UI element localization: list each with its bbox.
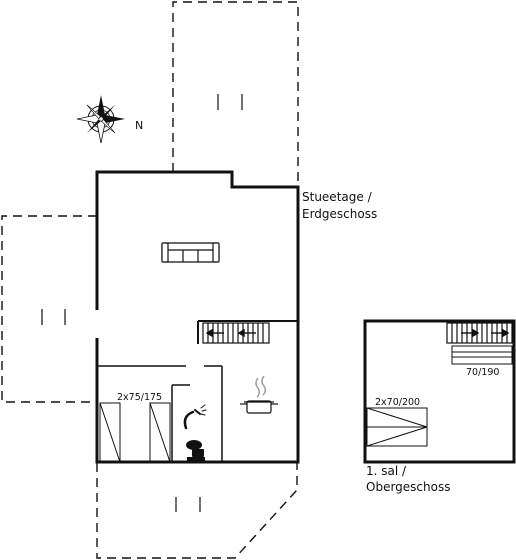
upper-floor-label-line1: 1. sal / [366, 464, 407, 478]
upper-floor-label-line2: Obergeschoss [366, 480, 450, 494]
stairs-icon [202, 322, 270, 344]
ground-floor-label-line2: Erdgeschoss [302, 207, 377, 221]
sofa-icon [161, 242, 220, 263]
cooking-pot-icon [240, 375, 278, 414]
upper-single-bed-label: 70/190 [466, 367, 499, 378]
ground-floor-interior [97, 320, 298, 462]
bunk-bed-left [99, 402, 121, 463]
terrace-north [172, 1, 299, 187]
terrace-west [1, 215, 97, 403]
terraces [1, 1, 299, 559]
bed-icon [451, 345, 513, 365]
terrace-marks [41, 94, 243, 512]
ground-floor-label-line1: Stueetage / [302, 190, 373, 204]
ground-floor-walls [95, 170, 300, 464]
compass-north-label: N [135, 119, 143, 132]
ground-outer-wall [95, 170, 300, 464]
upper-single-bed [451, 345, 513, 365]
compass-rose-icon [76, 95, 125, 144]
shower-icon [183, 404, 207, 430]
bed-icon [99, 402, 171, 463]
bed-icon [366, 407, 428, 447]
toilet-icon [186, 440, 205, 461]
ground-bunk-bed-label: 2x75/175 [117, 392, 162, 403]
terrace-south [96, 463, 298, 559]
bunk-bed-right [149, 402, 171, 463]
upper-double-bed-label: 2x70/200 [375, 397, 420, 408]
stairs-icon [446, 322, 513, 344]
upper-floor-walls [363, 319, 516, 464]
